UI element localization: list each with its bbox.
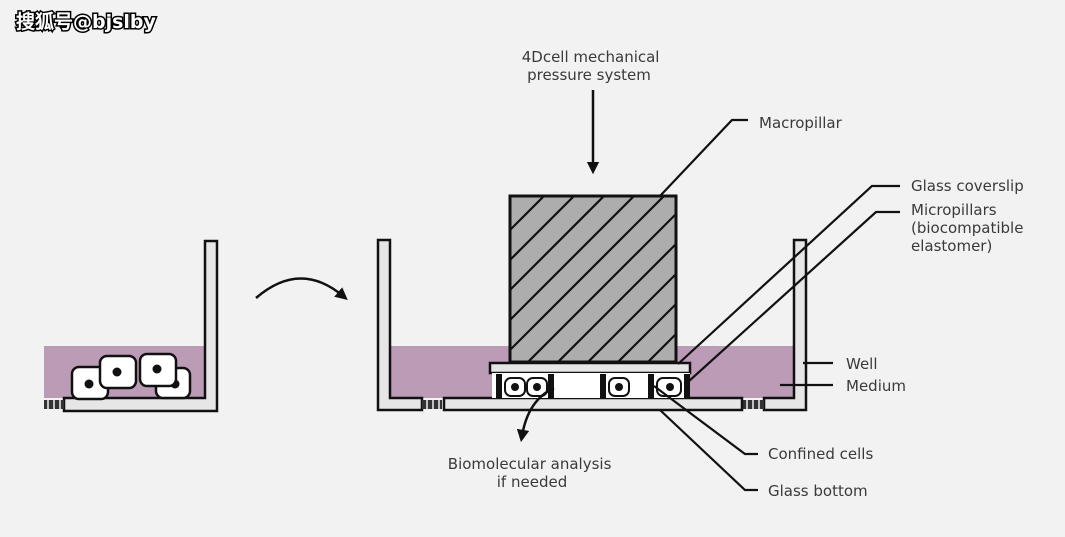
hatching: [510, 196, 676, 362]
glass-coverslip: [488, 361, 692, 375]
label-glass-coverslip: Glass coverslip: [911, 177, 1024, 195]
well-right-wall: [762, 238, 808, 412]
label-macropillar: Macropillar: [759, 114, 843, 132]
glass-bottom: [442, 396, 744, 412]
label-well: Well: [846, 355, 878, 373]
well-seal-right: [742, 400, 764, 409]
labels: 4Dcell mechanical pressure system Macrop…: [448, 48, 1028, 500]
leader-glass-coverslip: [677, 184, 900, 365]
well-left-wall: [376, 238, 424, 412]
transition-arrow-icon: [255, 277, 348, 301]
cell-nucleus: [84, 379, 94, 389]
cell-nucleus: [112, 367, 122, 377]
well-seal-left: [422, 400, 442, 409]
initial-well-wall: [62, 239, 219, 413]
cell-nucleus: [533, 383, 541, 391]
macropillar: [508, 194, 678, 364]
micropillar: [684, 374, 690, 398]
leader-glass-bottom: [659, 409, 758, 492]
micropillar: [548, 374, 554, 398]
micropillar-layer: [492, 373, 690, 398]
cell-nucleus: [152, 364, 162, 374]
label-biomolecular-analysis: Biomolecular analysis if needed: [448, 455, 616, 491]
label-pressure-system: 4Dcell mechanical pressure system: [522, 48, 665, 84]
label-confined-cells: Confined cells: [768, 445, 873, 463]
leader-lines: [653, 118, 900, 492]
leader-confined-cells: [653, 385, 758, 456]
analysis-arrow-icon: [516, 386, 555, 443]
label-micropillars: Micropillars (biocompatible elastomer): [911, 201, 1028, 255]
leader-macropillar: [659, 118, 748, 197]
micropillar: [600, 374, 606, 398]
initial-cells: [70, 352, 192, 401]
micropillar: [496, 374, 502, 398]
initial-well: [44, 239, 219, 413]
initial-well-seal: [44, 400, 64, 409]
confinement-well: [376, 194, 808, 412]
label-glass-bottom: Glass bottom: [768, 482, 868, 500]
cell-nucleus: [615, 383, 623, 391]
label-medium: Medium: [846, 377, 906, 395]
leader-micropillars: [687, 210, 900, 383]
micropillar: [648, 374, 654, 398]
watermark: 搜狐号@bjslby: [16, 10, 157, 33]
cell-nucleus: [511, 383, 519, 391]
cell-nucleus: [666, 383, 674, 391]
